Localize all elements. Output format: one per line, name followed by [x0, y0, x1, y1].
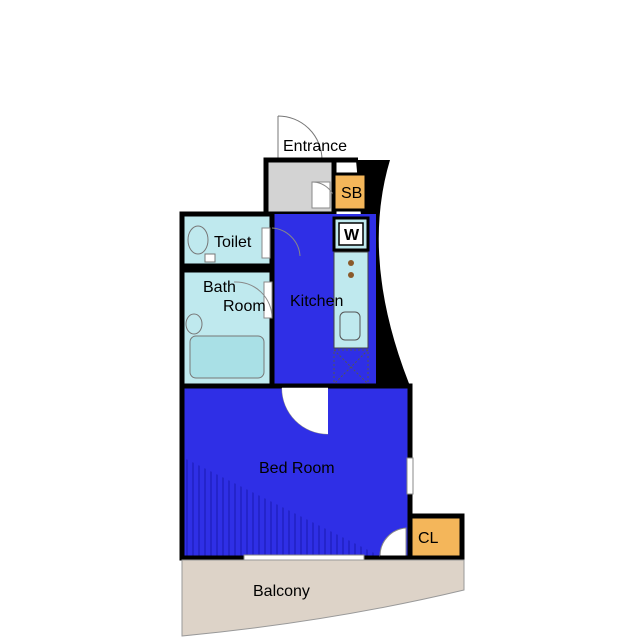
bath-label-line1: Bath: [203, 279, 236, 296]
sb-label: SB: [341, 185, 362, 202]
balcony-label: Balcony: [253, 583, 310, 600]
bathtub-icon: [189, 335, 265, 379]
sink-icon: [339, 311, 361, 341]
bath-label-line2: Room: [223, 298, 266, 315]
stove-burner-icon: [348, 260, 354, 266]
entrance-door: [277, 115, 323, 161]
washer-label: W: [344, 227, 360, 244]
kitchen-label: Kitchen: [290, 293, 343, 310]
stove-burner-icon: [348, 272, 354, 278]
balcony: [181, 559, 465, 637]
entrance-label: Entrance: [283, 138, 347, 155]
shoe-box: [332, 172, 368, 212]
closet-label: CL: [418, 530, 439, 547]
toilet-icon: [187, 225, 209, 255]
washbasin-icon: [185, 313, 203, 335]
toilet-label: Toilet: [214, 234, 252, 251]
bedroom-label: Bed Room: [259, 460, 335, 477]
